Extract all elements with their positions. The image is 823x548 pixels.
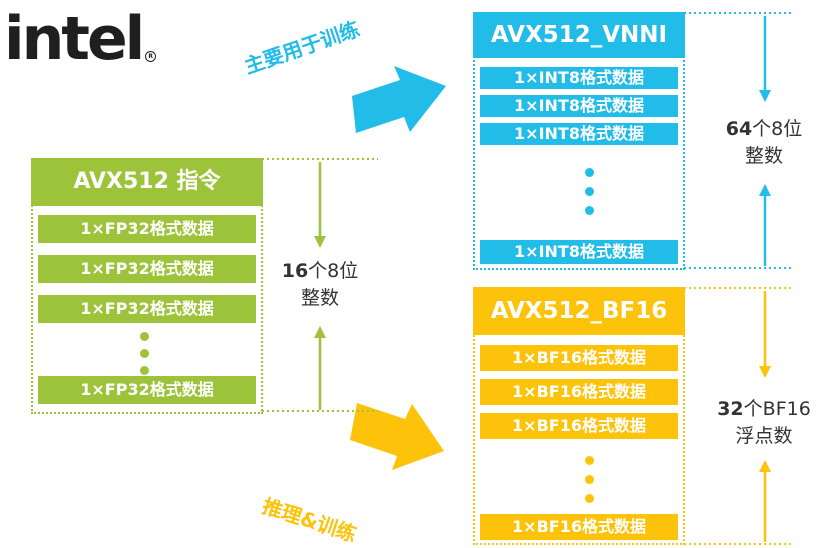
bottom-right-count-label: 32个BF16 浮点数 bbox=[717, 398, 811, 447]
fp32-row-3: 1×FP32格式数据 bbox=[38, 295, 256, 323]
avx512-title: AVX512 指令 bbox=[31, 158, 263, 206]
fp32-row-last: 1×FP32格式数据 bbox=[38, 376, 256, 404]
fp32-row-2: 1×FP32格式数据 bbox=[38, 255, 256, 283]
int8-row-1: 1×INT8格式数据 bbox=[480, 67, 678, 89]
bf16-row-last: 1×BF16格式数据 bbox=[480, 514, 678, 540]
registered-mark: R bbox=[145, 51, 157, 62]
training-arrow-icon bbox=[352, 66, 446, 133]
bf16-row-2: 1×BF16格式数据 bbox=[480, 379, 678, 405]
left-count-label: 16个8位 整数 bbox=[281, 260, 359, 309]
int8-row-2: 1×INT8格式数据 bbox=[480, 95, 678, 117]
avx512-vnni-title: AVX512_VNNI bbox=[473, 12, 685, 58]
ellipsis-dots bbox=[585, 168, 594, 215]
ellipsis-dots bbox=[140, 332, 149, 375]
ellipsis-dots bbox=[585, 456, 594, 503]
inference-arrow-icon bbox=[350, 403, 444, 470]
logo-text: intel bbox=[4, 4, 145, 74]
avx512-bf16-title: AVX512_BF16 bbox=[473, 287, 685, 335]
int8-row-last: 1×INT8格式数据 bbox=[480, 240, 678, 264]
int8-row-3: 1×INT8格式数据 bbox=[480, 123, 678, 145]
bf16-row-3: 1×BF16格式数据 bbox=[480, 413, 678, 439]
bf16-row-1: 1×BF16格式数据 bbox=[480, 345, 678, 371]
intel-logo: intel R bbox=[4, 4, 157, 74]
top-right-count-label: 64个8位 整数 bbox=[725, 118, 803, 167]
fp32-row-1: 1×FP32格式数据 bbox=[38, 215, 256, 243]
